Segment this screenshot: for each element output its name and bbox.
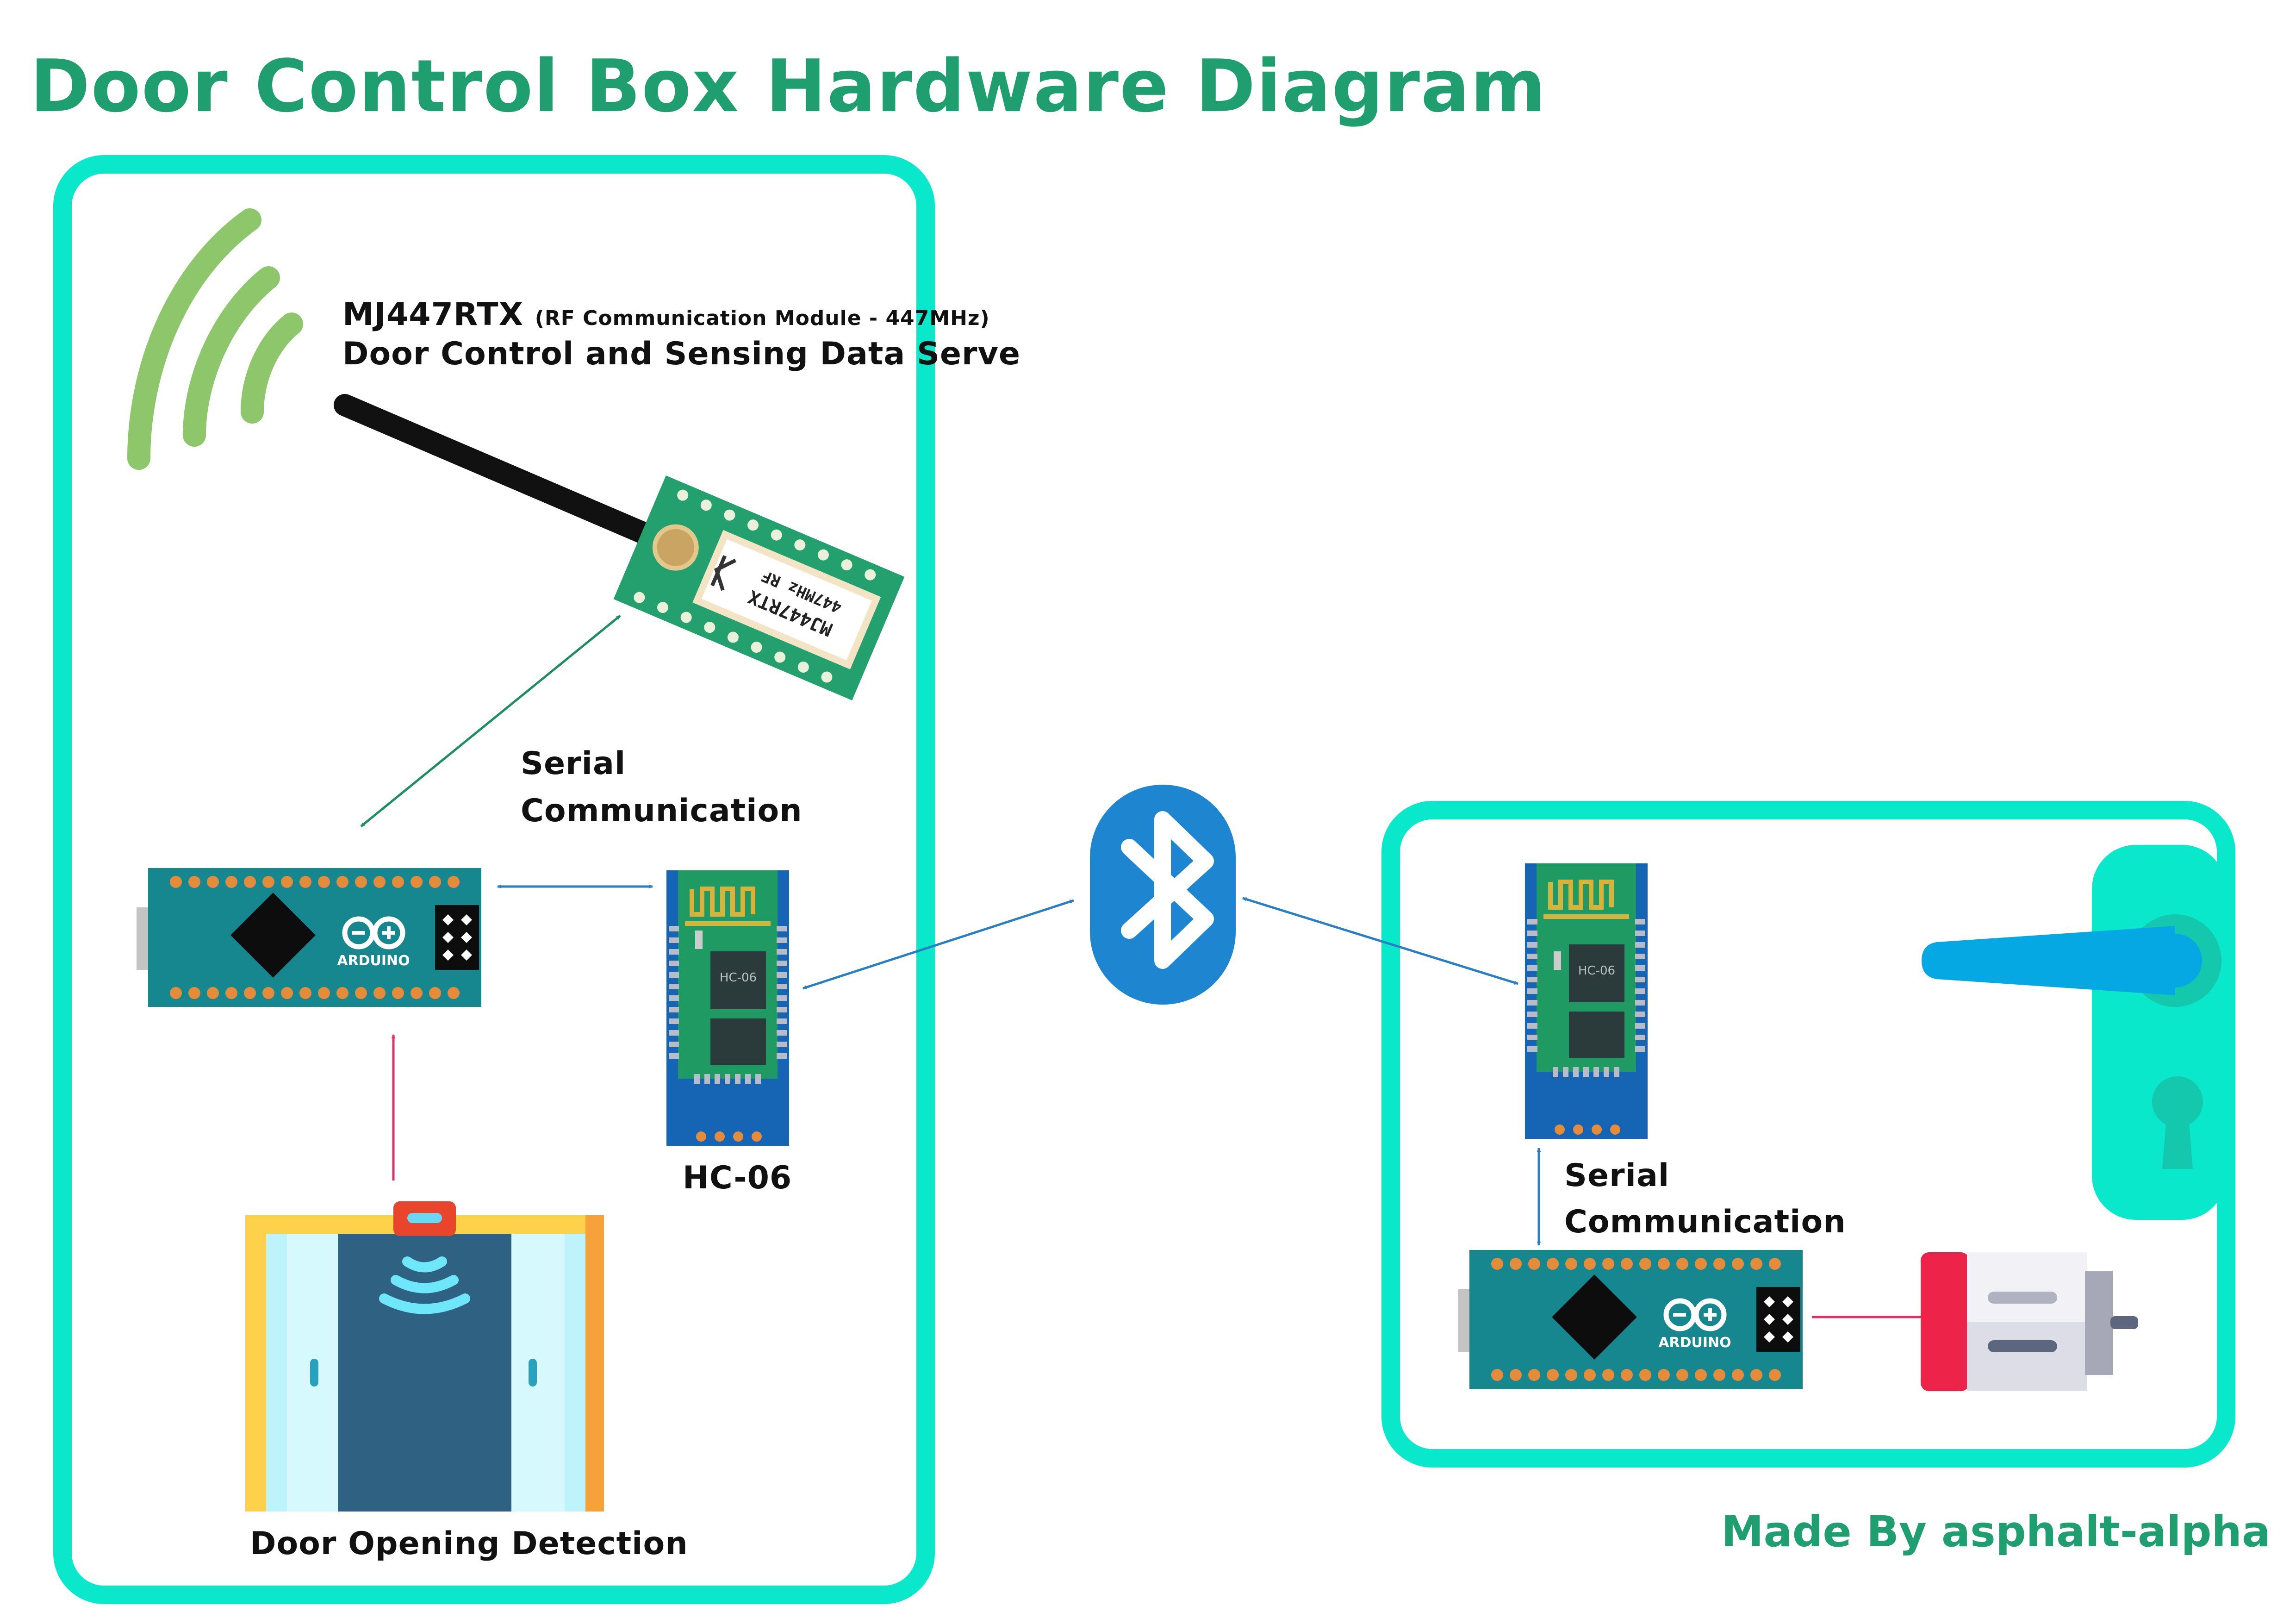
hc06-chip-text-right: HC-06 (1578, 964, 1615, 978)
serial-right-line2: Communication (1564, 1204, 1846, 1240)
rf-antenna (334, 394, 664, 548)
door-handle-icon (1922, 845, 2226, 1220)
serial-left-line1: Serial (521, 745, 626, 782)
rf-module-name: MJ447RTX (342, 296, 524, 333)
arduino-nano-right: ARDUINO (1458, 1250, 1803, 1389)
arduino-logo-icon (1663, 1298, 1727, 1331)
page-title: Door Control Box Hardware Diagram (30, 44, 1547, 128)
rf-module-name-line: MJ447RTX (RF Communication Module - 447M… (342, 296, 990, 333)
hc06-module-left: HC-06 (666, 870, 789, 1146)
hc06-label: HC-06 (683, 1160, 792, 1196)
arduino-nano-left: ARDUINO (137, 868, 481, 1007)
sensor-door-icon (245, 1201, 604, 1512)
arduino-logo-text: ARDUINO (337, 953, 410, 969)
door-opening-detection-label: Door Opening Detection (250, 1525, 688, 1562)
arrow-bluetooth-hc06-right (1242, 897, 1518, 985)
arduino-logo-icon (342, 916, 405, 949)
bluetooth-icon (1090, 785, 1236, 1005)
hc06-module-right: HC-06 (1525, 863, 1648, 1139)
rf-module-description: Door Control and Sensing Data Serve (342, 336, 1021, 372)
wifi-signal-icon (127, 208, 303, 470)
rf-module: MJ447RTX 447MHz RF (613, 475, 905, 700)
arduino-logo-text-right: ARDUINO (1658, 1335, 1731, 1351)
dc-motor-icon (1921, 1252, 2138, 1391)
credit-text: Made By asphalt-alpha (1721, 1507, 2271, 1556)
arrow-hc06-bluetooth (803, 899, 1074, 990)
arrow-rf-arduino (360, 615, 621, 827)
hc06-chip-text-left: HC-06 (720, 971, 757, 985)
rf-module-subtitle: (RF Communication Module - 447MHz) (535, 306, 990, 330)
serial-left-line2: Communication (521, 793, 803, 829)
serial-right-line1: Serial (1564, 1157, 1670, 1194)
